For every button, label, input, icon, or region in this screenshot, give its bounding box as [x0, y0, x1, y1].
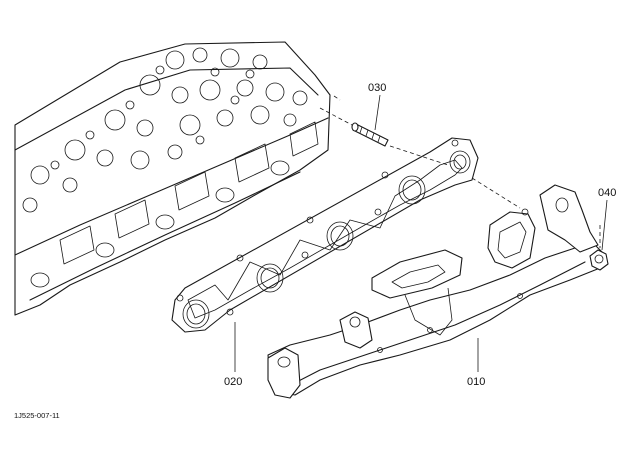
part-label-040: 040	[598, 187, 616, 199]
part-label-010: 010	[467, 376, 485, 388]
stud-030	[351, 122, 389, 147]
leader-lines	[234, 94, 608, 372]
assembly-center-lines	[319, 95, 601, 248]
part-label-030: 030	[368, 82, 386, 94]
reference-code: 1J525-007-11	[14, 411, 60, 420]
cylinder-head	[14, 41, 331, 316]
nut-040	[589, 249, 609, 271]
exhaust-manifold-010	[267, 184, 606, 399]
part-label-020: 020	[224, 376, 242, 388]
gasket-020	[171, 137, 479, 333]
